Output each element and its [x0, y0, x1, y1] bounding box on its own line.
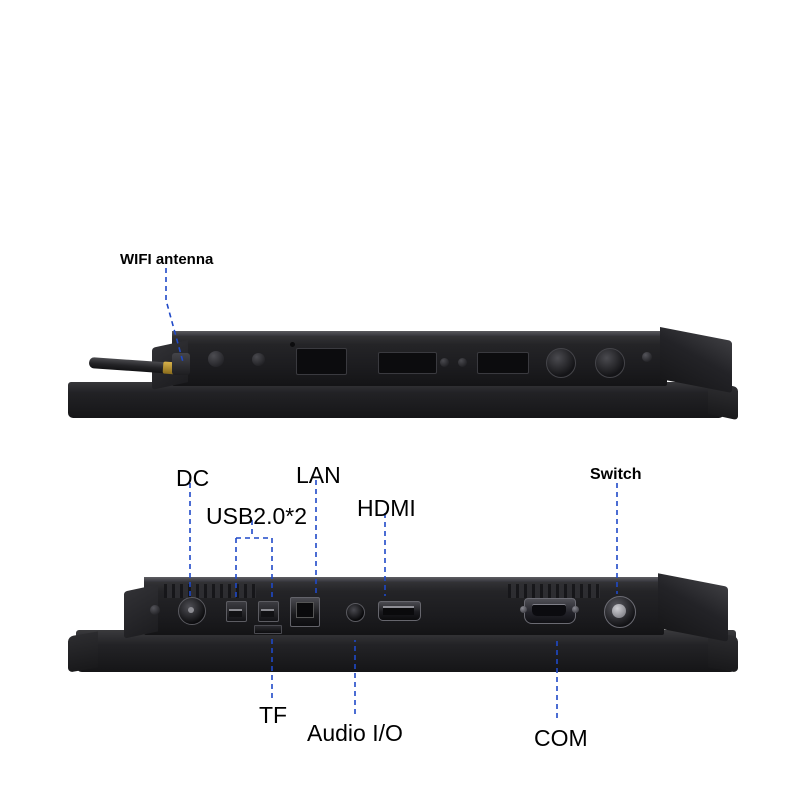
- rear-panel-speaker-1: [546, 348, 576, 378]
- device-bottom: [68, 568, 738, 688]
- com-db9-screw-left: [520, 606, 527, 613]
- rear-panel-boss-2: [252, 353, 265, 366]
- callout-label-dc: DC: [176, 465, 210, 491]
- top-device-top-edge-highlight: [172, 331, 667, 336]
- callout-label-audio-io: Audio I/O: [307, 720, 403, 746]
- callout-label-usb: USB2.0*2: [206, 503, 308, 529]
- vent-slots-right: [508, 584, 600, 598]
- dc-jack-port: [178, 597, 206, 625]
- tf-card-slot: [254, 625, 282, 634]
- rear-panel-boss-5: [290, 342, 295, 347]
- rear-panel-screw-right: [642, 352, 652, 362]
- com-db9-inner: [532, 604, 566, 616]
- device-top: [68, 322, 738, 437]
- vent-slots-left: [164, 584, 256, 598]
- hdmi-port-inner: [383, 606, 414, 615]
- callout-label-hdmi: HDMI: [357, 495, 416, 521]
- com-db9-screw-right: [572, 606, 579, 613]
- bottom-device-front-bezel: [76, 630, 736, 672]
- rear-panel-boss-4: [458, 358, 467, 367]
- callout-label-lan: LAN: [296, 462, 341, 488]
- dc-jack-pin: [188, 607, 194, 613]
- usb-port-1-inner: [229, 609, 242, 617]
- rear-panel-speaker-2: [595, 348, 625, 378]
- power-switch-button[interactable]: [612, 604, 626, 618]
- callout-label-wifi-antenna: WIFI antenna: [120, 251, 214, 268]
- lan-rj45-inner: [296, 602, 314, 618]
- audio-jack-port: [346, 603, 365, 622]
- callout-label-switch: Switch: [590, 466, 642, 483]
- rear-panel-boss-3: [440, 358, 449, 367]
- rear-panel-cutout-2: [378, 352, 437, 374]
- rear-panel-cutout-3: [477, 352, 529, 374]
- rear-panel-cutout-1: [296, 348, 347, 375]
- usb-port-2-inner: [261, 609, 274, 617]
- wifi-antenna-base: [172, 353, 190, 375]
- callout-label-tf: TF: [259, 702, 288, 728]
- top-device-front-bezel: [68, 382, 724, 418]
- callout-label-com: COM: [534, 725, 588, 751]
- bottom-device-top-edge-highlight: [144, 577, 664, 582]
- rear-panel-boss-1: [208, 351, 224, 367]
- chassis-screw-left: [150, 605, 160, 615]
- bottom-device-bezel-left-cap: [68, 631, 98, 673]
